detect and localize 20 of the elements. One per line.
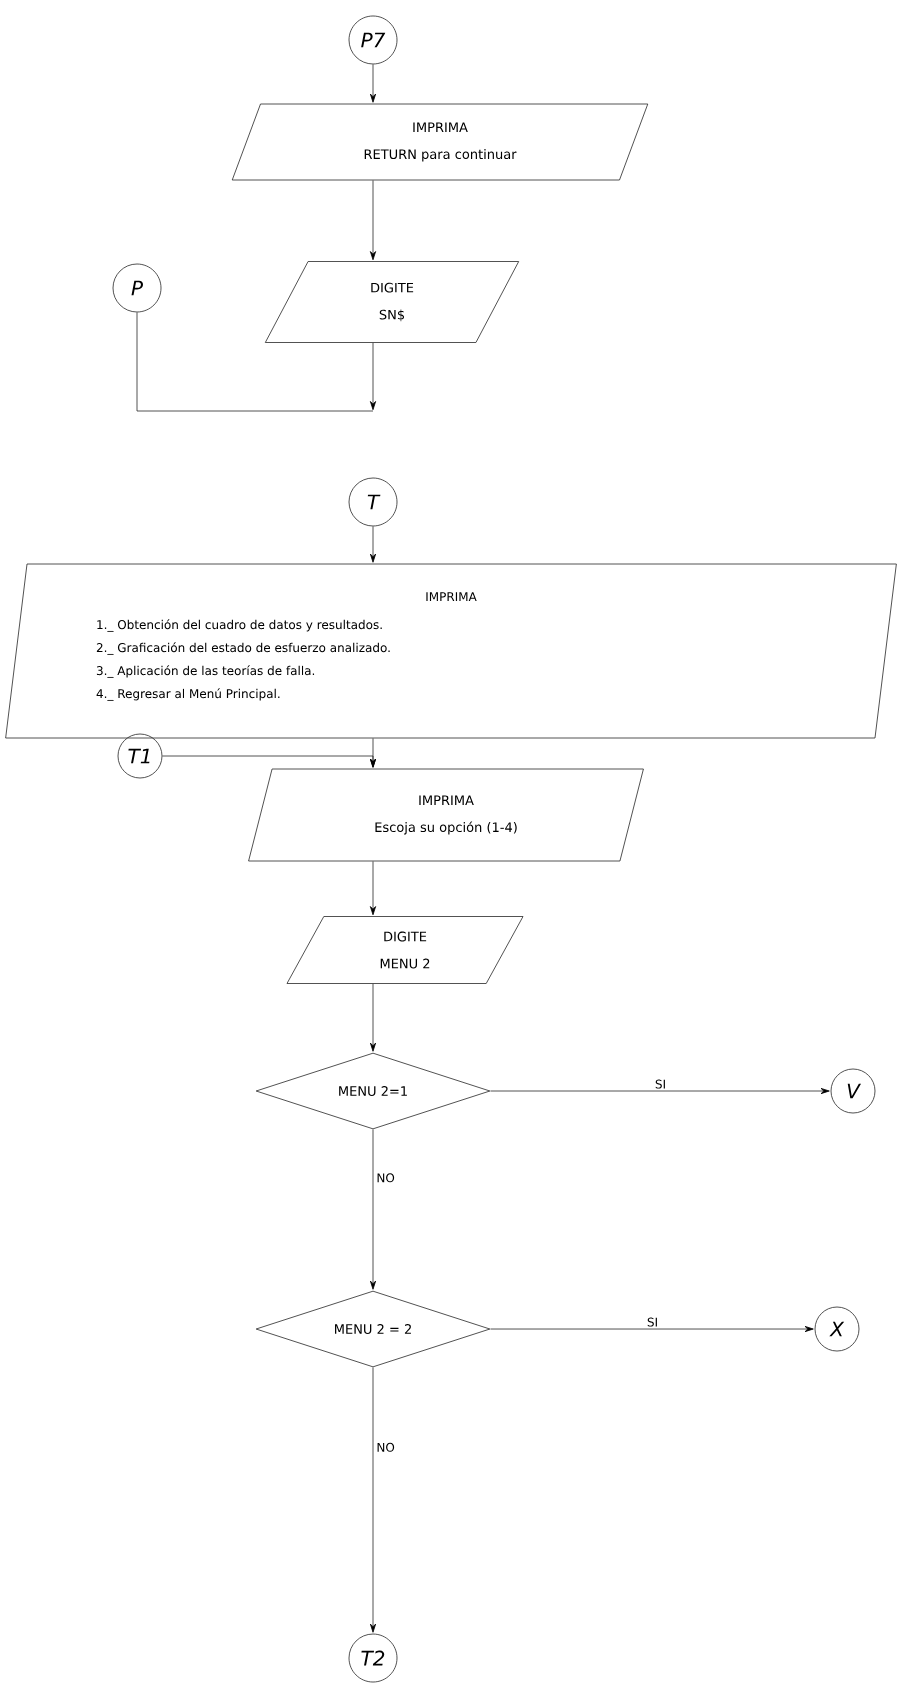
edge-label: SI <box>653 1078 668 1090</box>
arrow <box>369 861 377 916</box>
arrow <box>369 342 377 411</box>
arrow <box>369 526 377 563</box>
parallelogram-box: DIGITE SN$ <box>264 261 520 343</box>
edge-label: SI <box>645 1316 660 1328</box>
arrow <box>369 64 377 103</box>
arrow <box>490 1326 814 1333</box>
edge-label: NO <box>375 1441 396 1453</box>
arrow <box>369 180 377 261</box>
parallelogram-box: DIGITE MENU 2 <box>286 916 524 984</box>
arrow <box>490 1088 830 1095</box>
parallelogram-box: IMPRIMA 1._ Obtención del cuadro de datos y resultados. 2._ Graficación del estado de esfuerzo analizado. 3._ Aplicación de las teorías de falla. 4._ Regresar al Menú Principal. <box>5 563 897 739</box>
parallelogram-box: IMPRIMA RETURN para continuar <box>231 103 649 181</box>
arrow <box>162 755 377 768</box>
edge-label: NO <box>375 1172 396 1184</box>
parallelogram-box: IMPRIMA Escoja su opción (1-4) <box>248 768 644 862</box>
arrow <box>369 983 377 1052</box>
arrow <box>369 1129 377 1290</box>
arrow <box>369 1367 377 1633</box>
